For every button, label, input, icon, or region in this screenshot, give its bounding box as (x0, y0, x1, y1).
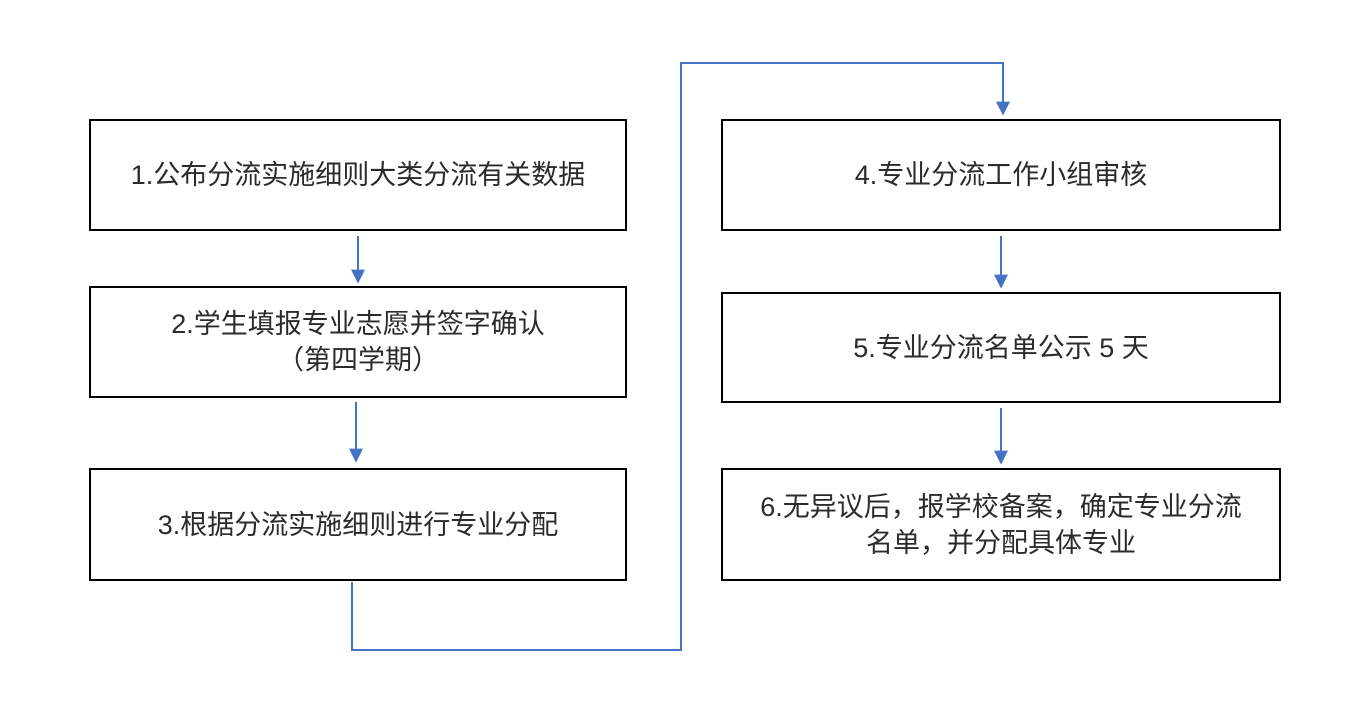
flow-step-6-text: 6.无异议后，报学校备案，确定专业分流 (760, 491, 1242, 522)
flow-step-2-text: 2.学生填报专业志愿并签字确认 (171, 309, 545, 339)
flow-step-6-text-line2: 名单，并分配具体专业 (866, 527, 1136, 558)
flow-step-3-text: 3.根据分流实施细则进行专业分配 (157, 509, 559, 540)
flow-step-2: 2.学生填报专业志愿并签字确认 （第四学期） (89, 286, 627, 398)
flow-step-5-text: 5.专业分流名单公示 5 天 (853, 332, 1149, 363)
flow-step-5: 5.专业分流名单公示 5 天 (721, 292, 1281, 403)
flow-step-1: 1.公布分流实施细则大类分流有关数据 (89, 119, 627, 231)
flow-step-2-text-line2: （第四学期） (277, 345, 439, 375)
flow-step-4: 4.专业分流工作小组审核 (721, 119, 1281, 231)
flow-step-3: 3.根据分流实施细则进行专业分配 (89, 468, 627, 581)
flow-step-4-text: 4.专业分流工作小组审核 (854, 160, 1148, 190)
flow-step-1-text: 1.公布分流实施细则大类分流有关数据 (130, 160, 586, 190)
flow-step-6: 6.无异议后，报学校备案，确定专业分流 名单，并分配具体专业 (721, 468, 1281, 581)
